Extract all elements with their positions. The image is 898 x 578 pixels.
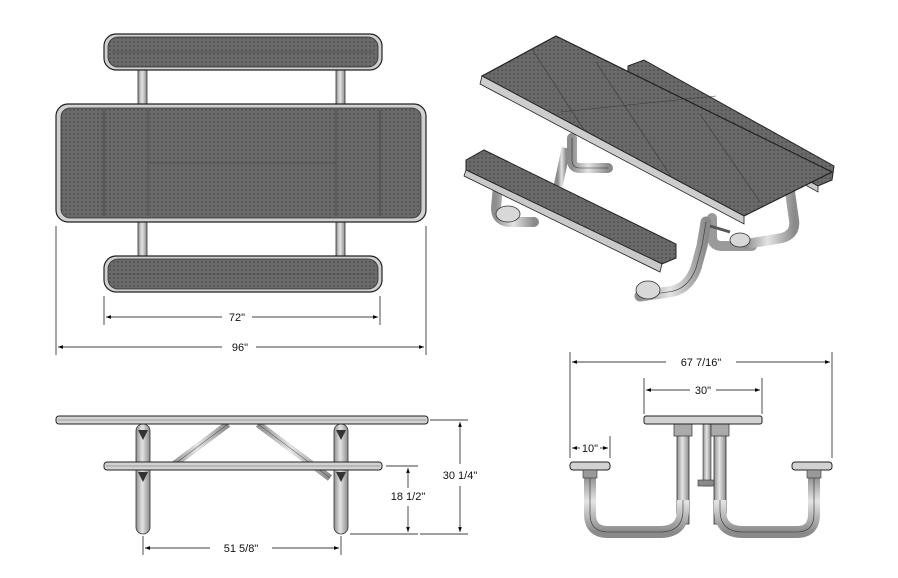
dimension-96-label: 96" [232, 342, 248, 354]
top-view-support-right [335, 65, 346, 107]
side-view: 51 5/8" 18 1/2" 30 1/4" [55, 415, 478, 555]
dimension-18-1-2-label: 18 1/2" [391, 491, 426, 503]
dimension-10-label: 10" [582, 443, 598, 455]
top-view: 72" 96" [55, 33, 427, 355]
dimension-67-7-16-label: 67 7/16" [681, 357, 722, 369]
end-view-tabletop [643, 415, 763, 425]
dimension-30-1-4-label: 30 1/4" [443, 470, 478, 482]
end-view-seat-left [569, 461, 611, 471]
dimension-30-label: 30" [695, 385, 711, 397]
dimension-72-label: 72" [229, 312, 245, 324]
end-view: 67 7/16" 30" 10" [569, 352, 833, 538]
dimension-51-5-8-label: 51 5/8" [224, 543, 259, 555]
top-view-support-left [137, 65, 148, 107]
end-view-seat-right [791, 461, 833, 471]
isometric-view [463, 35, 835, 302]
